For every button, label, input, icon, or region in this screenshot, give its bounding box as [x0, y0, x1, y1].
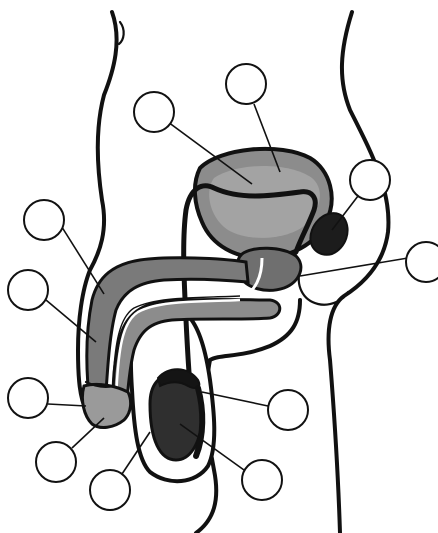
glans: [82, 384, 130, 427]
label-circle-6[interactable]: [8, 270, 48, 310]
label-circle-3[interactable]: [350, 160, 390, 200]
label-circle-1[interactable]: [134, 92, 174, 132]
label-circle-2[interactable]: [226, 64, 266, 104]
body-outline-back: [329, 12, 389, 533]
body-navel: [119, 22, 124, 44]
label-circle-9[interactable]: [90, 470, 130, 510]
label-circle-11[interactable]: [242, 460, 282, 500]
label-circle-10[interactable]: [268, 390, 308, 430]
leader-line-8: [72, 418, 104, 448]
leader-line-7: [48, 404, 86, 406]
label-circle-8[interactable]: [36, 442, 76, 482]
label-circle-4[interactable]: [406, 242, 438, 282]
leader-line-4: [300, 258, 408, 276]
label-circle-5[interactable]: [24, 200, 64, 240]
label-circle-7[interactable]: [8, 378, 48, 418]
